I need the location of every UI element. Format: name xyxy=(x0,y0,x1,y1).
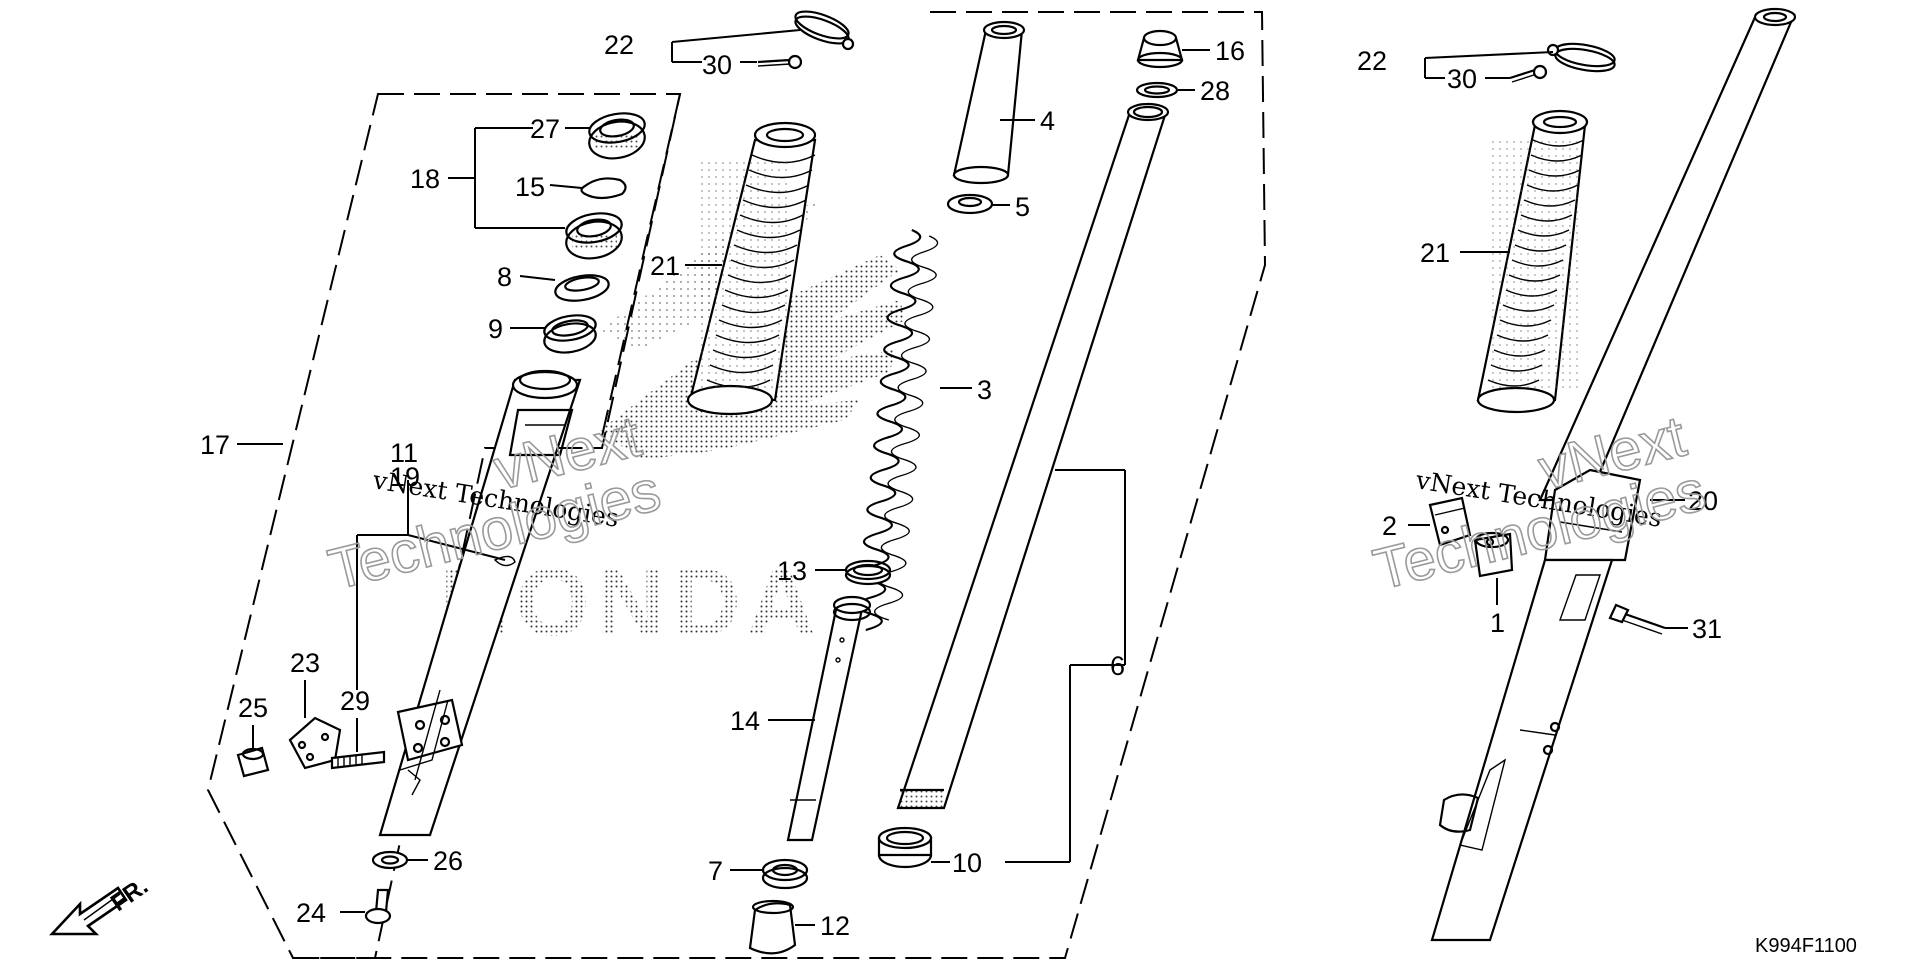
label-21a: 21 xyxy=(650,251,680,281)
dust-seal-18 xyxy=(565,212,623,260)
inner-dust-seal-boundary xyxy=(599,93,681,446)
front-direction-arrow: FR. xyxy=(49,873,153,936)
spacer-tube-4 xyxy=(952,20,1026,185)
label-28: 28 xyxy=(1200,76,1230,106)
diagram-code: K994F1100 xyxy=(1755,935,1857,957)
label-13: 13 xyxy=(777,556,807,586)
o-ring-28 xyxy=(1135,81,1179,99)
fork-slider-left xyxy=(378,369,582,837)
fork-piston-14 xyxy=(786,595,872,842)
label-9: 9 xyxy=(488,314,503,344)
label-29: 29 xyxy=(340,686,370,716)
label-8: 8 xyxy=(497,262,512,292)
label-11: 11 xyxy=(390,438,418,468)
label-19: 19 xyxy=(390,462,420,492)
vnext-watermark-right: vNext Technologies vNext Technologies xyxy=(1367,403,1713,604)
label-3: 3 xyxy=(977,375,992,405)
label-20: 20 xyxy=(1688,486,1718,516)
label-10: 10 xyxy=(952,848,982,878)
clamp-band-right xyxy=(1546,42,1616,73)
label-6: 6 xyxy=(1110,651,1125,681)
label-15: 15 xyxy=(515,172,545,202)
label-27: 27 xyxy=(530,114,560,144)
piston-ring-13 xyxy=(844,559,892,586)
label-4: 4 xyxy=(1040,106,1055,136)
slider-bushing-10 xyxy=(877,826,933,869)
axle-holder-23 xyxy=(288,716,342,770)
fork-boot-left xyxy=(686,121,817,416)
label-21b: 21 xyxy=(1420,238,1450,268)
label-22b: 22 xyxy=(1357,46,1387,76)
fork-spring-3 xyxy=(856,228,939,632)
label-12: 12 xyxy=(820,911,850,941)
label-26: 26 xyxy=(433,846,463,876)
spring-seat-5 xyxy=(946,193,994,215)
label-7: 7 xyxy=(708,856,723,886)
label-1: 1 xyxy=(1490,608,1505,638)
front-arrow-icon xyxy=(49,886,128,936)
clamp-screw-right xyxy=(1509,64,1548,83)
label-18: 18 xyxy=(410,164,440,194)
circlip-15 xyxy=(580,177,627,200)
part-number-labels: 22 30 16 28 4 5 3 27 18 15 8 9 21 17 11 … xyxy=(200,30,1722,941)
label-31: 31 xyxy=(1692,614,1722,644)
fork-assembly-right xyxy=(1430,7,1797,942)
label-17: 17 xyxy=(200,430,230,460)
socket-bolt-24 xyxy=(364,888,392,925)
guide-bushing-9 xyxy=(543,314,597,354)
clamp-screw-left xyxy=(757,54,803,70)
reflector-stay-2 xyxy=(1428,496,1472,547)
flange-nut-25 xyxy=(236,746,270,778)
damper-assembly-boundary xyxy=(300,11,1267,959)
label-24: 24 xyxy=(296,898,326,928)
label-30a: 30 xyxy=(702,50,732,80)
back-up-ring-8 xyxy=(554,274,610,302)
label-22a: 22 xyxy=(604,30,634,60)
oil-seal-27 xyxy=(588,112,646,160)
label-25: 25 xyxy=(238,693,268,723)
stud-bolt-29 xyxy=(330,750,386,770)
fork-boot-right xyxy=(1476,109,1589,414)
oil-lock-piece-12 xyxy=(748,899,797,955)
flange-bolt-31 xyxy=(1608,603,1666,635)
label-2: 2 xyxy=(1382,511,1397,541)
fork-pipe-6 xyxy=(896,102,1170,810)
leader-lines xyxy=(237,29,1688,926)
label-14: 14 xyxy=(730,706,760,736)
label-30b: 30 xyxy=(1447,64,1477,94)
reflector-1 xyxy=(1473,531,1514,578)
sealing-washer-26 xyxy=(371,850,409,870)
label-23: 23 xyxy=(290,648,320,678)
clamp-band-left xyxy=(794,10,855,51)
label-16: 16 xyxy=(1215,36,1245,66)
oil-lock-piece-7 xyxy=(761,858,809,890)
label-5: 5 xyxy=(1015,192,1030,222)
fork-bolt-16 xyxy=(1136,29,1184,69)
